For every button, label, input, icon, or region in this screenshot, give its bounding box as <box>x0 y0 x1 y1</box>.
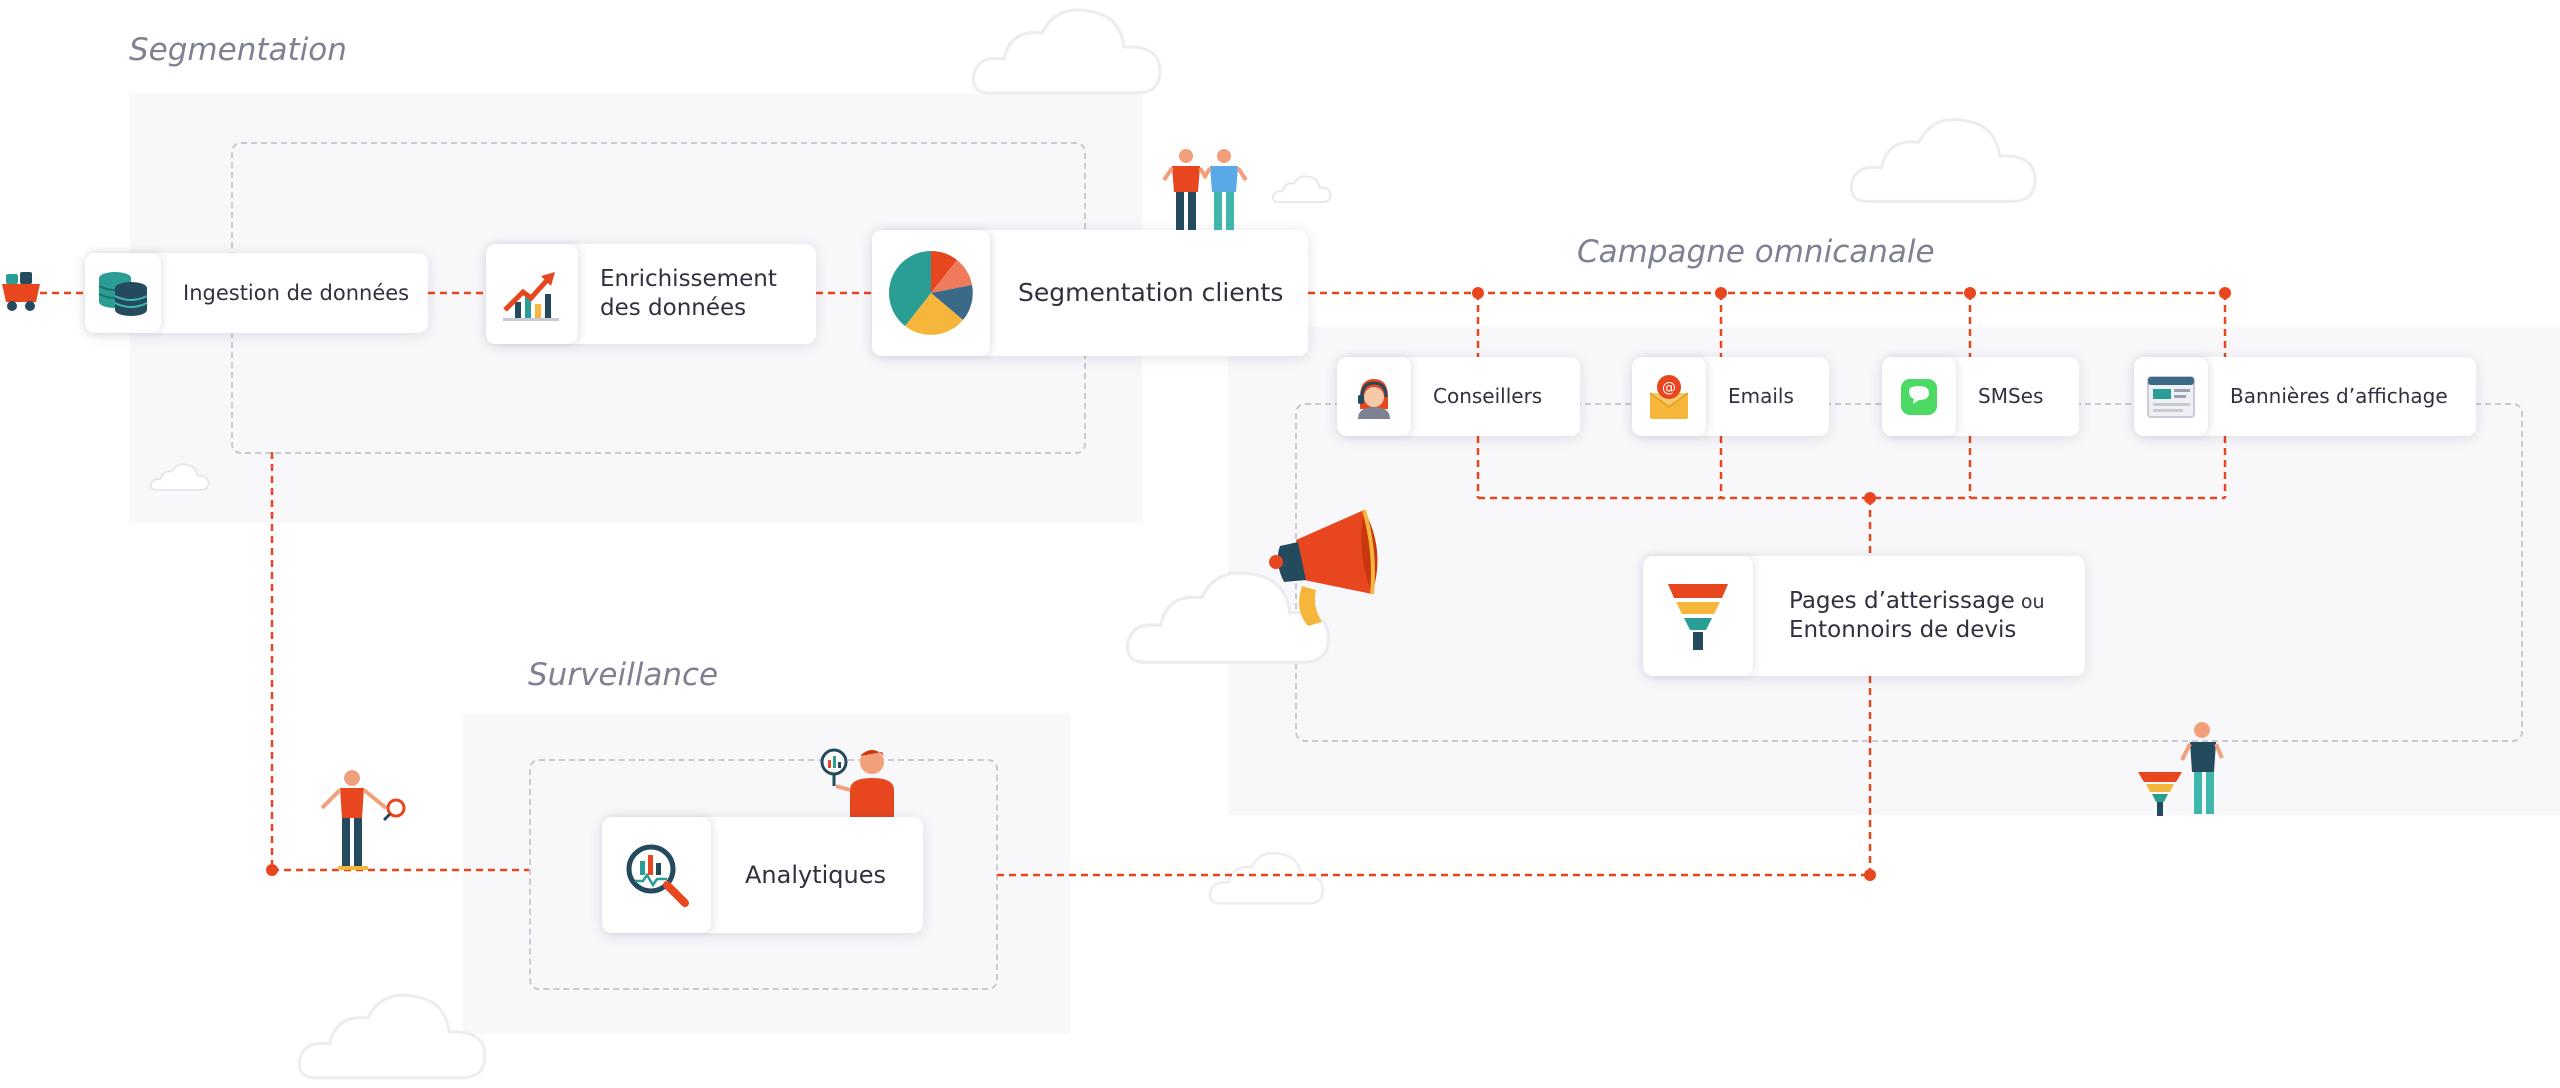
sms-label: SMSes <box>1978 384 2044 408</box>
enrichment-label-line1: Enrichissement <box>600 266 777 293</box>
enrichment-label-line2: des données <box>600 295 747 321</box>
connector-node <box>2219 287 2231 299</box>
mine-cart-icon <box>2 272 40 311</box>
advisors-card[interactable]: Conseillers <box>1337 357 1580 436</box>
connector-node <box>1864 492 1876 504</box>
banners-icon-tile <box>2134 357 2208 436</box>
landing-label-bold1: Pages d’atterissage <box>1789 588 2015 615</box>
analytics-icon-tile <box>602 817 711 933</box>
landing-label: Pages d’atterissage ou Entonnoirs de dev… <box>1753 587 2045 645</box>
pie-chart-icon <box>888 251 973 335</box>
magnifier-analytics-icon <box>626 844 689 907</box>
segmentation-card[interactable]: Segmentation clients <box>872 230 1308 356</box>
connector-node <box>266 864 278 876</box>
ingestion-icon-tile <box>85 253 161 333</box>
landing-card[interactable]: Pages d’atterissage ou Entonnoirs de dev… <box>1643 556 2085 676</box>
cloud-icon <box>150 463 210 491</box>
database-icon <box>98 272 148 316</box>
cloud-icon <box>1272 175 1332 203</box>
connector-node <box>1472 287 1484 299</box>
monitoring-section-title: Surveillance <box>528 657 719 693</box>
emails-label: Emails <box>1728 384 1794 408</box>
web-banner-icon <box>2147 375 2195 418</box>
svg-text:@: @ <box>1662 380 1676 396</box>
sms-card[interactable]: SMSes <box>1882 357 2079 436</box>
cloud-icon <box>971 8 1162 95</box>
segmentation-section-title: Segmentation <box>129 32 347 68</box>
landing-icon-tile <box>1643 556 1753 676</box>
emails-card[interactable]: @ Emails <box>1632 357 1829 436</box>
landing-label-line1: Pages d’atterissage ou <box>1789 587 2045 616</box>
funnel-icon <box>1668 584 1728 650</box>
sms-icon-tile <box>1882 357 1956 436</box>
email-envelope-icon: @ <box>1649 374 1689 419</box>
chat-bubble-icon <box>1901 378 1937 415</box>
segmentation-icon-tile <box>872 230 990 356</box>
connector-node <box>1964 287 1976 299</box>
growth-chart-icon <box>503 272 559 321</box>
advisors-label: Conseillers <box>1433 384 1543 408</box>
headset-agent-icon <box>1358 378 1390 419</box>
landing-label-connector: ou <box>2014 591 2045 614</box>
enrichment-label: Enrichissement des données <box>578 265 777 323</box>
banners-label: Bannières d’affichage <box>2230 384 2448 408</box>
cloud-icon <box>1126 571 1331 664</box>
connector-node <box>1864 869 1876 881</box>
advisors-icon-tile <box>1337 357 1411 436</box>
cloud-icon <box>1849 118 2037 203</box>
ingestion-card[interactable]: Ingestion de données <box>85 253 428 333</box>
analytics-label: Analytiques <box>745 861 886 889</box>
people-icon <box>1162 149 1248 230</box>
campaign-section-title: Campagne omnicanale <box>1577 234 1935 270</box>
banners-card[interactable]: Bannières d’affichage <box>2134 357 2476 436</box>
megaphone-icon <box>1269 509 1378 626</box>
segmentation-label: Segmentation clients <box>1018 278 1284 308</box>
person-with-magnifier-icon <box>320 770 406 870</box>
cloud-icon <box>1208 851 1325 905</box>
analyst-person-icon <box>820 748 894 818</box>
connector-node <box>1715 287 1727 299</box>
ingestion-label: Ingestion de données <box>183 280 410 305</box>
cloud-icon <box>297 993 487 1080</box>
enrichment-card[interactable]: Enrichissement des données <box>486 244 816 344</box>
analytics-card[interactable]: Analytiques <box>602 817 923 933</box>
landing-label-line2: Entonnoirs de devis <box>1789 617 2017 643</box>
emails-icon-tile: @ <box>1632 357 1706 436</box>
enrichment-icon-tile <box>486 244 578 344</box>
person-with-funnel-icon <box>2138 722 2224 816</box>
